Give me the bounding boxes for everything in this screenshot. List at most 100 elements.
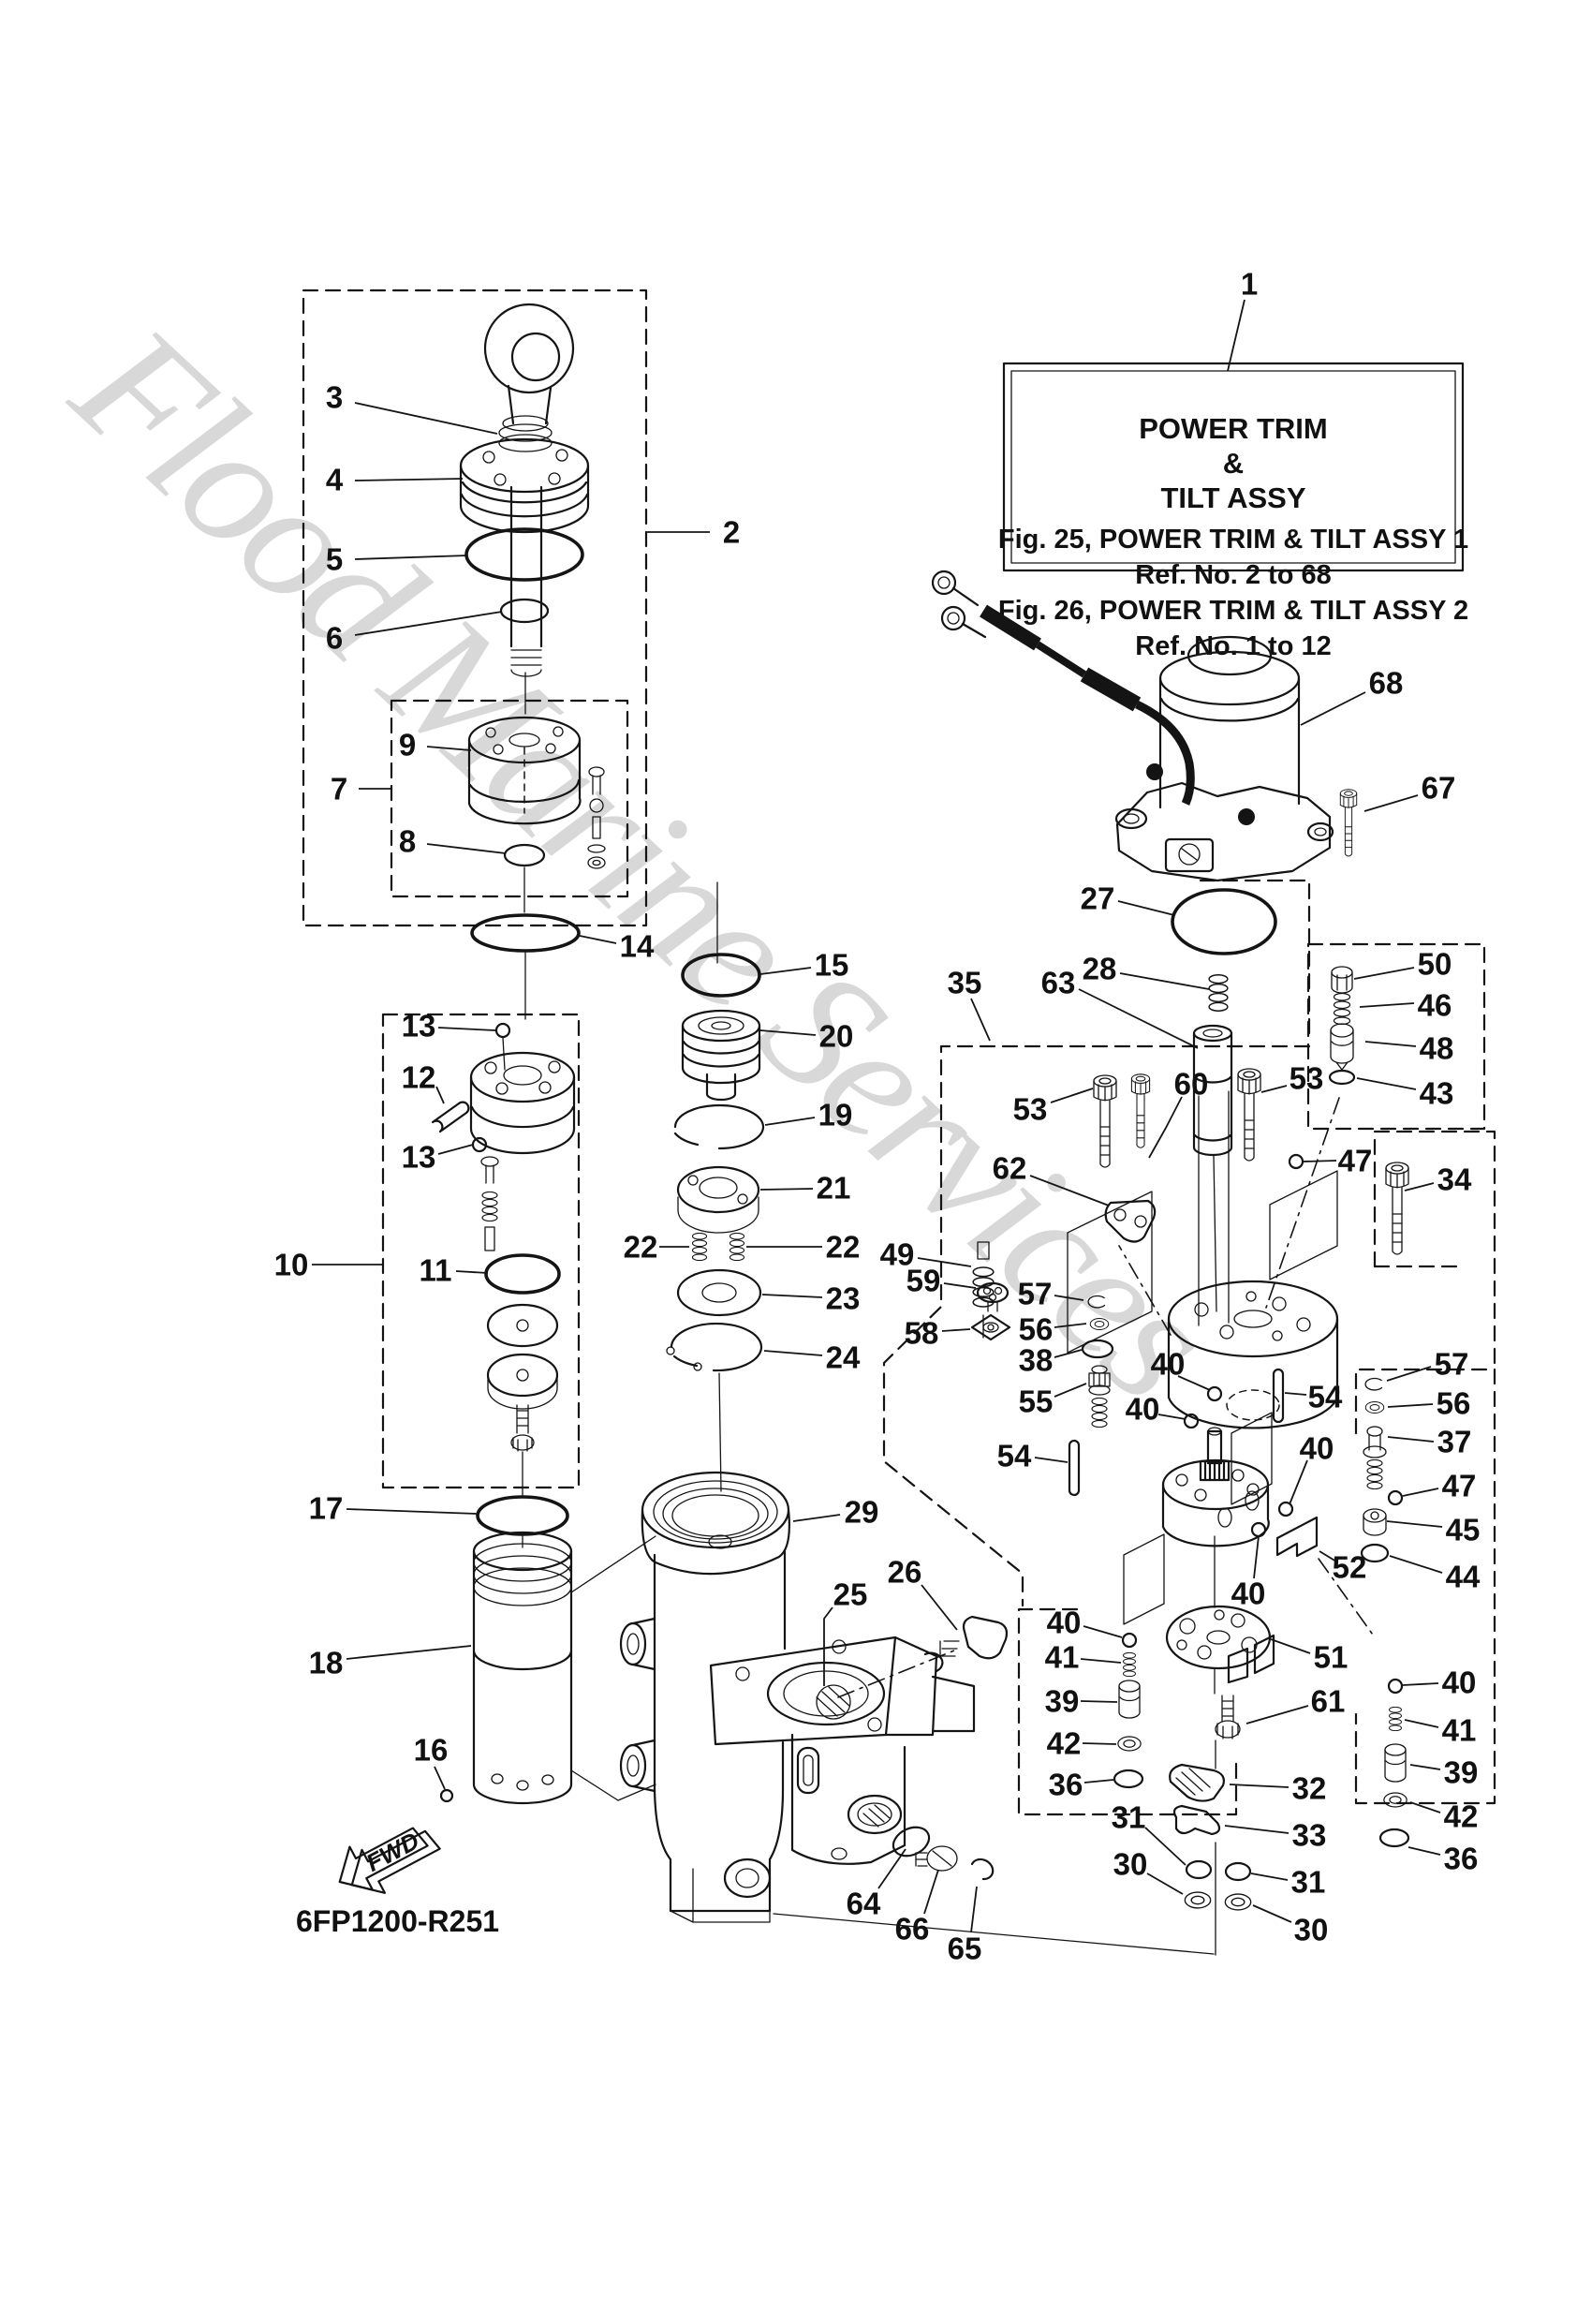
leader-line: [923, 1869, 939, 1915]
leader-line: [1054, 1349, 1083, 1358]
callout-49: 49: [880, 1237, 915, 1272]
leader-line: [1408, 1846, 1441, 1856]
callout-13: 13: [402, 1009, 436, 1044]
title-line: POWER TRIM: [1139, 412, 1328, 445]
leader-line: [1289, 1459, 1308, 1505]
callout-57: 57: [1018, 1277, 1053, 1311]
title-line: Fig. 25, POWER TRIM & TILT ASSY 1: [998, 525, 1468, 555]
callout-19: 19: [818, 1098, 853, 1132]
title-line: &: [1223, 447, 1244, 480]
callout-54: 54: [1308, 1380, 1343, 1414]
leader-line: [354, 611, 503, 636]
leader-line: [1144, 1827, 1186, 1866]
valve-kit-50-46-48-43: [1328, 966, 1356, 1086]
leader-line: [346, 1645, 472, 1660]
callout-22: 22: [826, 1230, 861, 1265]
leader-line: [1083, 1625, 1123, 1638]
fwd-label: FWD: [361, 1826, 424, 1876]
leader-line: [1054, 1323, 1087, 1328]
oring-31-left: [1185, 1859, 1213, 1880]
leader-line: [1250, 1873, 1289, 1881]
ball-47-right: [1387, 1489, 1404, 1506]
leader-line: [1083, 1779, 1114, 1784]
leader-line: [435, 1086, 445, 1104]
callout-11: 11: [420, 1253, 452, 1288]
callout-65: 65: [948, 1932, 982, 1966]
oring-43: [1328, 1069, 1356, 1086]
callout-1: 1: [1241, 267, 1258, 302]
callout-56: 56: [1019, 1312, 1054, 1347]
callout-24: 24: [826, 1340, 861, 1375]
callout-25: 25: [833, 1577, 868, 1612]
free-piston-column-drawing: [666, 881, 765, 1492]
leader-line: [1270, 1638, 1311, 1654]
valve-39-right: [1384, 1743, 1407, 1783]
ram-assembly-drawing: [459, 303, 590, 715]
callout-32: 32: [1292, 1771, 1327, 1806]
callout-7: 7: [331, 772, 347, 807]
leader-line: [1146, 1873, 1184, 1895]
callout-42: 42: [1047, 1726, 1082, 1761]
leader-line: [1300, 691, 1366, 726]
callout-40: 40: [1231, 1576, 1266, 1611]
ring-19-drawing: [673, 1103, 765, 1150]
tilt-cylinder-body-drawing: [619, 1471, 976, 1923]
callout-29: 29: [845, 1495, 879, 1530]
valve-48: [1330, 1023, 1354, 1071]
leader-line: [1245, 1705, 1309, 1724]
callout-9: 9: [399, 728, 416, 762]
fwd-arrow: FWD: [338, 1826, 441, 1894]
callout-68: 68: [1369, 666, 1404, 701]
callout-31: 31: [1291, 1865, 1326, 1900]
leader-line: [1402, 1488, 1439, 1497]
cylinder-drawing: [439, 1495, 656, 1805]
leader-line: [1119, 972, 1210, 990]
callout-31: 31: [1112, 1800, 1146, 1835]
callout-21: 21: [817, 1171, 851, 1206]
leader-line: [1054, 1383, 1087, 1398]
spring-22-left: [691, 1233, 708, 1261]
callout-27: 27: [1081, 881, 1115, 916]
leader-line: [1078, 988, 1199, 1049]
callout-57: 57: [1435, 1347, 1469, 1382]
callout-53: 53: [1290, 1061, 1324, 1096]
oring-44: [1360, 1543, 1390, 1563]
leader-line: [764, 1117, 816, 1126]
callout-38: 38: [1019, 1343, 1054, 1378]
leader-line: [1157, 1414, 1186, 1420]
screw-66: [915, 1845, 958, 1872]
leader-line: [455, 1270, 489, 1274]
callout-40: 40: [1442, 1665, 1477, 1700]
leader-line: [1404, 1719, 1439, 1728]
leader-line: [1054, 1295, 1084, 1301]
leader-line: [970, 998, 991, 1042]
plate-52: [1275, 1516, 1319, 1558]
leader-line: [1402, 1682, 1439, 1686]
callout-64: 64: [847, 1887, 881, 1921]
relief-valve-column-49-59-58: [970, 1241, 1011, 1341]
leader-line: [354, 478, 464, 481]
callout-2: 2: [723, 515, 740, 550]
gear-housing-drawing: [1161, 1385, 1319, 1608]
callout-45: 45: [1446, 1513, 1481, 1547]
filter-32: [1169, 1763, 1225, 1802]
leader-line: [1389, 1555, 1443, 1574]
leader-line: [354, 402, 498, 435]
leader-line: [1148, 1096, 1183, 1159]
leader-line: [1363, 794, 1419, 812]
valve-37: [1363, 1426, 1387, 1458]
bolt-67: [1339, 789, 1358, 857]
callout-8: 8: [399, 824, 416, 859]
leader-line: [1227, 299, 1245, 372]
motor-wires: [931, 570, 1195, 806]
piston-assembly-drawing: [431, 1022, 576, 1497]
oring-14-drawing: [470, 913, 581, 953]
callout-43: 43: [1420, 1076, 1454, 1111]
leader-line: [943, 1282, 977, 1289]
leader-line: [1386, 1520, 1443, 1528]
callout-20: 20: [819, 1019, 854, 1054]
pin-54-left: [1068, 1439, 1081, 1497]
